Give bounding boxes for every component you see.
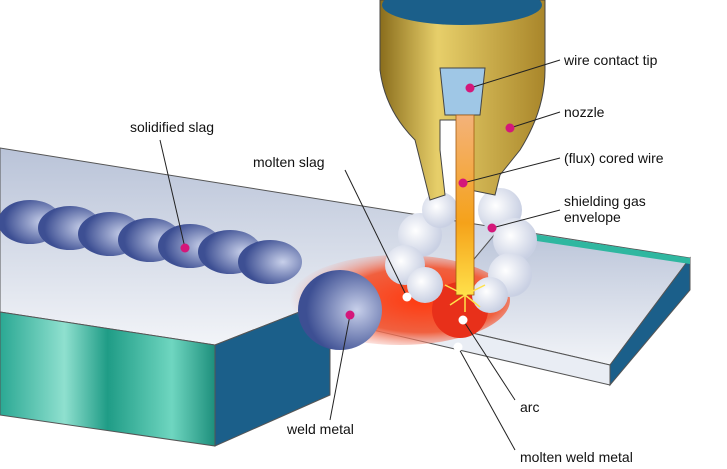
weld-metal-bead bbox=[298, 270, 382, 350]
label-envelope: envelope bbox=[564, 209, 621, 225]
marker-dots bbox=[180, 83, 515, 352]
label-cored-wire: (flux) cored wire bbox=[564, 150, 664, 166]
arc-sparks bbox=[444, 284, 486, 312]
solidified-weld-beads bbox=[0, 200, 302, 284]
label-molten-weld-metal: molten weld metal bbox=[520, 449, 633, 465]
label-weld-metal: weld metal bbox=[287, 421, 354, 437]
label-shielding-gas: shielding gas bbox=[564, 193, 646, 209]
label-nozzle: nozzle bbox=[564, 104, 605, 120]
cored-wire bbox=[455, 114, 475, 296]
shielding-gas-cloud bbox=[385, 188, 537, 313]
label-solidified-slag: solidified slag bbox=[130, 119, 215, 135]
label-arc: arc bbox=[520, 399, 540, 415]
label-wire-contact-tip: wire contact tip bbox=[564, 52, 658, 68]
leader-lines bbox=[159, 59, 561, 451]
contact-tip bbox=[439, 67, 486, 116]
label-molten-slag: molten slag bbox=[253, 154, 325, 170]
